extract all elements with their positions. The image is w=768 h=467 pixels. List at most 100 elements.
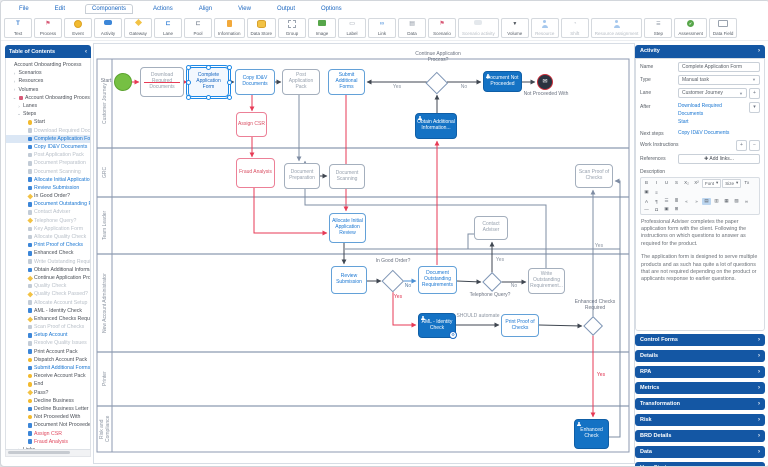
node-not-proceeded-end[interactable]: ✉ [537, 74, 553, 90]
node-telephone-query-gateway[interactable] [483, 273, 501, 291]
section-header-risk[interactable]: Risk› [635, 414, 765, 427]
toolbar-button-scenario[interactable]: Scenario [428, 18, 456, 38]
toc-item-scenarios[interactable]: ›Scenarios [6, 69, 90, 77]
scrollbar-thumb[interactable] [8, 451, 70, 454]
toc-item-enhanced-checks-required[interactable]: Enhanced Checks Required [6, 315, 90, 323]
toolbar-button-text[interactable]: Text [4, 18, 32, 38]
image-icon[interactable]: ▣ [662, 206, 671, 213]
node-copy-idv-documents[interactable]: Copy ID&V Documents [235, 69, 275, 95]
align-left-icon[interactable]: ▤ [702, 198, 711, 205]
toolbar-button-pool[interactable]: Pool [184, 18, 212, 38]
toc-item-resolve-quality-issues[interactable]: Resolve Quality Issues [6, 339, 90, 347]
toc-item-continue-application-process[interactable]: Continue Application Process? [6, 274, 90, 282]
toc-item-fraud-analysis[interactable]: Fraud Analysis [6, 438, 90, 446]
toc-item-decline-business-letter[interactable]: Decline Business Letter [6, 405, 90, 413]
node-complete-application-form[interactable]: Complete Application Form [188, 67, 229, 97]
toolbar-button-group[interactable]: Group [278, 18, 306, 38]
toc-item-print-account-pack[interactable]: Print Account Pack [6, 348, 90, 356]
section-header-user-stories[interactable]: User Stories› [635, 462, 765, 467]
maximize-icon[interactable]: ▣ [642, 189, 651, 196]
node-scan-proof-of-checks[interactable]: Scan Proof of Checks [575, 164, 613, 188]
toc-item-resources[interactable]: ›Resources [6, 77, 90, 85]
toolbar-button-event[interactable]: Event [64, 18, 92, 38]
toc-item-lanes[interactable]: ›Lanes [6, 102, 90, 110]
align-center-icon[interactable]: ▥ [712, 198, 721, 205]
toc-item-end[interactable]: End [6, 380, 90, 388]
toolbar-button-volume[interactable]: Volume [501, 18, 529, 38]
menu-item-file[interactable]: File [13, 5, 35, 13]
source-icon[interactable]: ≡ [652, 189, 661, 196]
toc-item-aml-identity-check[interactable]: AML - Identity Check [6, 307, 90, 315]
section-header-data[interactable]: Data› [635, 446, 765, 459]
caret-right-icon[interactable]: › [13, 71, 17, 76]
toc-item-receive-account-pack[interactable]: Receive Account Pack [6, 372, 90, 380]
node-start-event[interactable] [114, 73, 132, 91]
toc-item-account-onboarding-process[interactable]: Account Onboarding Process [6, 61, 90, 69]
add-lane-button[interactable]: + [749, 88, 760, 99]
link-icon[interactable]: ∞ [742, 198, 751, 205]
toolbar-button-assessment[interactable]: Assessment [674, 18, 707, 38]
section-header-rpa[interactable]: RPA› [635, 366, 765, 379]
node-continue-application-gateway[interactable] [427, 73, 447, 93]
toc-item-document-scanning[interactable]: Document Scanning [6, 167, 90, 175]
special-char-icon[interactable]: Ω [652, 206, 661, 213]
toc-item-document-outstanding-requirem[interactable]: Document Outstanding Requirem [6, 200, 90, 208]
node-document-preparation[interactable]: Document Preparation [284, 163, 320, 189]
toc-item-not-proceeded-with[interactable]: Not Proceeded With [6, 413, 90, 421]
toolbar-button-step[interactable]: Step [644, 18, 672, 38]
toc-item-start[interactable]: Start [6, 118, 90, 126]
selection-handle[interactable] [227, 95, 232, 100]
toc-item-setup-account[interactable]: Setup Account [6, 331, 90, 339]
name-input[interactable]: Complete Application Form [678, 62, 760, 72]
toc-item-decline-business[interactable]: Decline Business [6, 397, 90, 405]
after-link-download-required-documents[interactable]: Download Required Documents [678, 102, 747, 118]
lane-select[interactable]: Customer Journey▼ [678, 88, 747, 98]
caret-down-icon[interactable]: ⌄ [17, 111, 21, 117]
node-review-submission[interactable]: Review Submission [331, 266, 367, 294]
toc-item-copy-id-v-documents[interactable]: Copy ID&V Documents [6, 143, 90, 151]
size-select[interactable]: Size▾ [722, 179, 741, 188]
caret-right-icon[interactable]: › [17, 104, 21, 109]
toc-item-post-application-pack[interactable]: Post Application Pack [6, 151, 90, 159]
toolbar-button-link[interactable]: Link [368, 18, 396, 38]
menu-item-edit[interactable]: Edit [49, 5, 71, 13]
node-enhanced-check[interactable]: Enhanced Check [574, 419, 609, 449]
menu-item-view[interactable]: View [232, 5, 257, 13]
caret-right-icon[interactable]: › [13, 79, 17, 84]
font-select[interactable]: Font▾ [702, 179, 721, 188]
bulleted-list-icon[interactable]: ☰ [662, 198, 671, 205]
menu-item-align[interactable]: Align [193, 5, 218, 13]
node-assign-csr[interactable]: Assign CSR [236, 112, 267, 137]
diagram-canvas[interactable] [93, 43, 635, 464]
node-enhanced-checks-gateway[interactable] [584, 317, 602, 335]
toc-item-key-application-form[interactable]: Key Application Form [6, 225, 90, 233]
subscript-icon[interactable]: X₂ [682, 179, 691, 186]
toc-item-document-preparation[interactable]: Document Preparation [6, 159, 90, 167]
selection-handle[interactable] [227, 80, 232, 85]
toc-item-allocate-account-setup[interactable]: Allocate Account Setup [6, 298, 90, 306]
toolbar-button-scenario-activity[interactable]: Scenario activity [458, 18, 499, 38]
menu-item-actions[interactable]: Actions [147, 5, 179, 13]
toc-item-complete-application-form[interactable]: Complete Application Form [6, 135, 90, 143]
add-links-button[interactable]: ✚ Add links... [678, 154, 760, 164]
underline-icon[interactable]: U [662, 179, 671, 186]
toc-item-obtain-additional-information-fro[interactable]: Obtain Additional Information fro [6, 266, 90, 274]
toc-item-steps[interactable]: ⌄Steps [6, 110, 90, 118]
selection-handle[interactable] [206, 65, 211, 70]
node-allocate-initial-application-review[interactable]: Allocate Initial Application Review [329, 213, 366, 243]
type-select[interactable]: Manual task▼ [678, 75, 760, 85]
caret-down-icon[interactable]: ⌄ [13, 95, 17, 101]
toolbar-button-activity[interactable]: Activity [94, 18, 122, 38]
toolbar-button-process[interactable]: Process [34, 18, 62, 38]
toc-item-document-not-proceeded[interactable]: Document Not Proceeded [6, 421, 90, 429]
description-editor[interactable]: Professional Adviser completes the paper… [640, 217, 760, 327]
align-justify-icon[interactable]: ▧ [732, 198, 741, 205]
node-write-outstanding-requirement[interactable]: Write Outstanding Requirement... [528, 268, 565, 294]
numbered-list-icon[interactable]: ≣ [672, 198, 681, 205]
selection-handle[interactable] [186, 95, 191, 100]
filter-button[interactable]: ▾ [749, 102, 760, 113]
italic-icon[interactable]: I [652, 179, 661, 186]
toc-item-quality-check[interactable]: Quality Check [6, 282, 90, 290]
toolbar-button-data-field[interactable]: Data Field [709, 18, 738, 38]
toc-item-write-outstanding-requirements[interactable]: Write Outstanding Requirements [6, 258, 90, 266]
